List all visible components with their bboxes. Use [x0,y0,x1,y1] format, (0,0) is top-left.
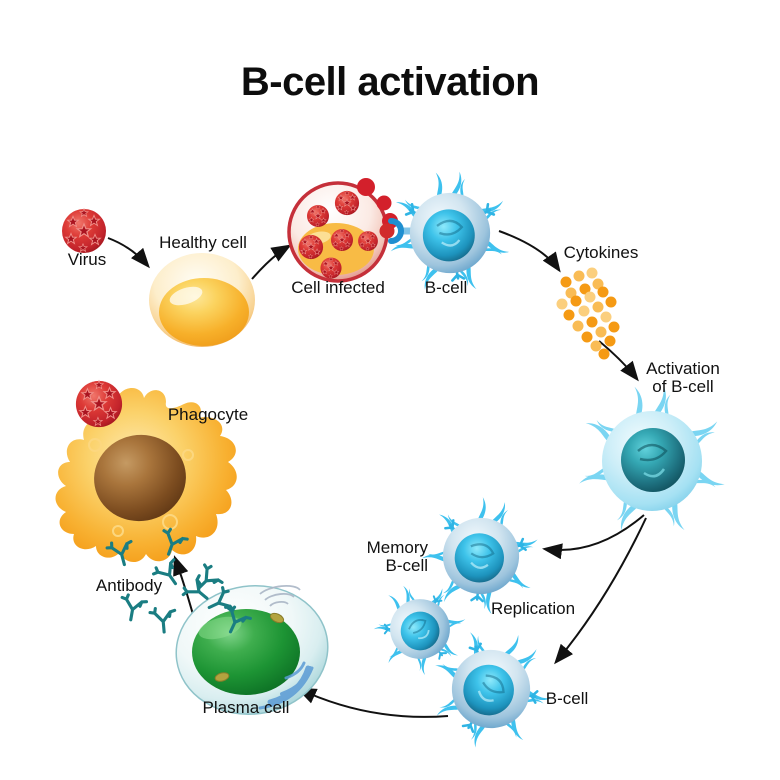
replication-label: Replication [490,599,576,618]
activation-label-line2: of B-cell [652,377,714,396]
activation-label-line1: Activation [646,359,720,378]
cell-infected-label: Cell infected [291,278,385,297]
memory-label-line1: Memory [366,538,428,557]
arrow-virus-to-healthy-cell [107,237,150,269]
phagocyte-label: Phagocyte [167,405,249,424]
cytokines-dots [556,267,620,360]
endoplasmic-reticulum [258,661,314,710]
arrow-healthy-to-infected [251,244,292,280]
antigen-bump [357,178,375,196]
cytokines-label: Cytokines [563,243,639,262]
mitochondria [214,612,285,682]
healthy-cell-label: Healthy cell [159,233,247,252]
arrow-bcell-to-cytokines [498,230,561,273]
arrow-activation-to-bcell [554,517,647,665]
activation-label: Activation of B-cell [613,360,753,396]
antigen-ball [379,223,395,239]
antigen-bump [376,195,392,211]
virus-label: Virus [67,250,107,269]
phagocyte-illustration [55,387,237,563]
activated-b-cell-illustration [578,386,726,534]
arrow-bcell-to-plasma [296,687,449,718]
b-cell-bottom-label: B-cell [545,689,589,708]
memory-label-line2: B-cell [385,556,428,575]
arrow-activation-to-memory [542,514,645,560]
b-cell-top-label: B-cell [424,278,468,297]
healthy-cell-illustration [149,253,255,347]
virus-icon [62,209,106,253]
arrow-cytokines-to-activation [598,340,639,382]
plasma-cell-illustration [175,584,329,716]
page-title: B-cell activation [240,60,540,104]
virus-on-phagocyte-icon [76,381,122,427]
memory-b-cell-label: Memory B-cell [348,539,428,575]
phagocyte-nucleus [94,434,186,522]
plasma-cell-label: Plasma cell [202,698,290,717]
antibody-label: Antibody [95,576,163,595]
flow-arrows [107,230,647,718]
